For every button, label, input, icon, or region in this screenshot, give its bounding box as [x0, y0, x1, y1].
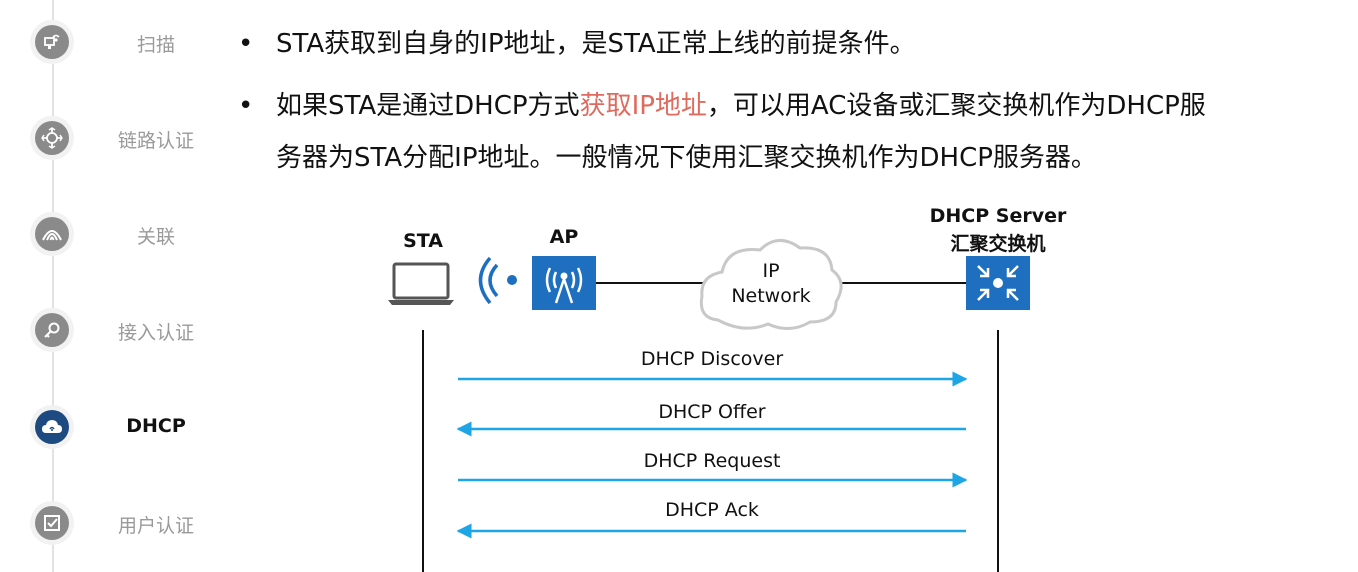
bullet-text: STA获取到自身的IP地址，是STA正常上线的前提条件。 [276, 29, 916, 59]
aggregation-switch-icon [966, 256, 1030, 310]
link-auth-icon [35, 121, 69, 155]
highlight-text: 获取IP地址 [579, 91, 707, 121]
key-icon [35, 313, 69, 347]
nav-step-label: 扫描 [136, 34, 175, 56]
laptop-icon [388, 262, 454, 305]
cloud-label-ip: IP [762, 260, 780, 282]
checkbox-icon [35, 506, 69, 540]
cloud-icon [699, 239, 843, 330]
bullet-text: 如果STA是通过DHCP方式获取IP地址，可以用AC设备或汇聚交换机作为DHCP… [276, 91, 1206, 121]
cloud-label-network: Network [731, 285, 811, 307]
nav-step-access-auth[interactable]: 接入认证 [30, 308, 210, 356]
sta-label: STA [403, 230, 443, 252]
nav-step-label: 接入认证 [117, 322, 194, 344]
association-icon [35, 217, 69, 251]
message-label: DHCP Request [643, 450, 781, 472]
message-label: DHCP Discover [640, 348, 784, 370]
nav-step-user-auth[interactable]: 用户认证 [30, 501, 210, 549]
nav-timeline [52, 0, 54, 572]
bullet-text: 务器为STA分配IP地址。一般情况下使用汇聚交换机作为DHCP服务器。 [276, 143, 1097, 173]
access-point-icon [532, 256, 596, 310]
message-label: DHCP Ack [665, 499, 759, 521]
scan-icon [35, 25, 69, 59]
server-sublabel: 汇聚交换机 [950, 233, 1046, 255]
nav-step-association[interactable]: 关联 [30, 212, 210, 260]
ap-label: AP [549, 226, 579, 248]
message-label: DHCP Offer [658, 401, 766, 423]
nav-step-scan[interactable]: 扫描 [30, 20, 210, 68]
nav-step-dhcp[interactable]: DHCP [30, 405, 210, 453]
nav-step-label: DHCP [126, 415, 186, 437]
dhcp-cloud-icon [35, 410, 69, 444]
wifi-signal-icon [478, 256, 517, 305]
nav-step-label: 链路认证 [117, 130, 194, 152]
nav-step-label: 关联 [136, 226, 175, 248]
server-label: DHCP Server [929, 205, 1067, 227]
bullet-symbol: • [238, 29, 254, 59]
bullet-symbol: • [238, 91, 254, 121]
nav-step-label: 用户认证 [117, 515, 194, 537]
nav-step-link-auth[interactable]: 链路认证 [30, 116, 210, 164]
